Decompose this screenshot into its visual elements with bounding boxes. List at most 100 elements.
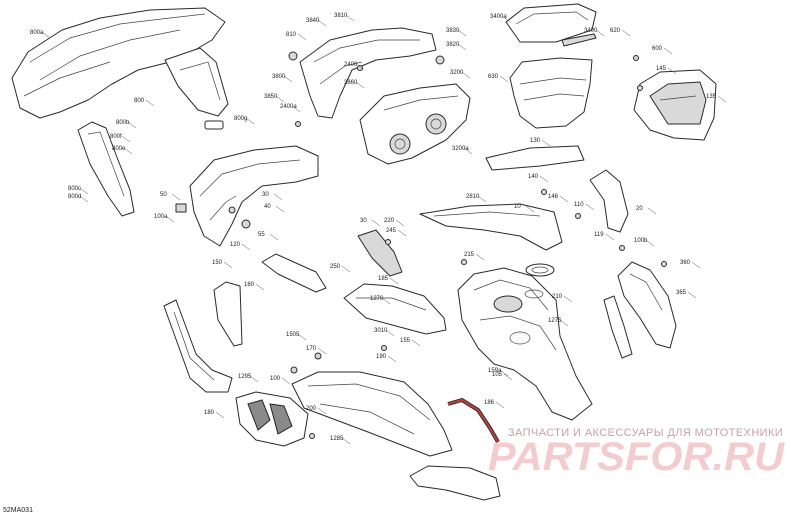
callout-leader [79, 187, 89, 195]
part-tube-1270 [163, 299, 233, 393]
callout-leader [389, 277, 399, 285]
part-front-panel-800 [11, 7, 229, 130]
callout-label: 110 [574, 202, 584, 208]
callout-label: 810 [286, 32, 297, 38]
callout-label: 3010 [374, 328, 388, 334]
callout-label: 3200 [450, 70, 464, 76]
callout-label: 100a [154, 214, 168, 220]
callout-label: 120 [230, 242, 241, 248]
callout-leader [691, 261, 701, 269]
callout-leader [297, 33, 307, 41]
callout-label: 800 [134, 98, 145, 104]
callout-label: 185 [378, 276, 389, 282]
part-trim-145 [485, 145, 585, 171]
callout-leader [275, 95, 285, 103]
callout-label: 800e [112, 146, 126, 152]
callout-label: 360 [680, 260, 691, 266]
callout-label: 365 [676, 290, 687, 296]
callout-label: 3200a [452, 146, 469, 152]
callout-leader [241, 243, 251, 251]
callout-leader [395, 219, 405, 227]
callout-label: 100 [270, 376, 281, 382]
callout-leader [539, 175, 549, 183]
callout-leader [387, 355, 397, 363]
part-bottom-panel-100 [291, 371, 453, 457]
callout-label: 800g [234, 116, 247, 122]
callout-label: 155 [400, 338, 411, 344]
callout-leader [255, 283, 265, 291]
callout-label: 2400 [344, 62, 358, 68]
callout-leader [165, 215, 175, 223]
callout-leader [397, 229, 407, 237]
callout-label: 159a [488, 368, 502, 374]
callout-leader [291, 105, 301, 113]
callout-label: 1295 [238, 374, 252, 380]
callout-leader [127, 121, 137, 129]
callout-leader [621, 29, 631, 37]
callout-label: 220 [384, 218, 395, 224]
callout-label: 3820 [446, 42, 460, 48]
callout-leader [275, 205, 285, 213]
callout-label: 200 [306, 406, 317, 412]
callout-leader [283, 75, 293, 83]
callout-label: 2810 [466, 194, 480, 200]
callout-label: 30 [360, 218, 367, 224]
callout-label: 1505 [286, 332, 300, 338]
callout-label: 245 [386, 228, 397, 234]
callout-leader [317, 407, 327, 415]
callout-label: 105 [492, 372, 503, 378]
part-front-mask-10 [175, 145, 319, 247]
callout-label: 50 [160, 192, 167, 198]
callout-leader [249, 375, 259, 383]
part-side-panel-100b [617, 261, 677, 349]
callout-leader [385, 329, 395, 337]
part-ring-246 [524, 289, 544, 299]
part-ring-245 [525, 263, 555, 277]
callout-leader [475, 253, 485, 261]
callout-label: 800b [116, 120, 130, 126]
callout-leader [563, 295, 573, 303]
callout-label: 180 [204, 410, 215, 416]
callout-leader [461, 71, 471, 79]
callout-label: 215 [464, 252, 475, 258]
callout-leader [645, 239, 655, 247]
callout-leader [525, 205, 535, 213]
callout-leader [457, 43, 467, 51]
callout-leader [477, 195, 487, 203]
callout-label: 3400 [584, 28, 598, 34]
callout-leader [503, 373, 513, 381]
callout-label: 3830 [446, 28, 460, 34]
callout-label: 170 [306, 346, 317, 352]
callout-label: 186 [484, 400, 495, 406]
callout-leader [345, 14, 355, 22]
hardware-fasteners [290, 55, 667, 439]
callout-label: 630 [488, 74, 499, 80]
part-headlight-2400 [359, 83, 471, 165]
callout-leader [559, 195, 569, 203]
callout-leader [317, 19, 327, 27]
callout-leader [297, 333, 307, 341]
callout-label: 190 [376, 354, 387, 360]
callout-label: 210 [552, 294, 563, 300]
part-headlight-frame-3800 [288, 27, 445, 127]
callout-leader [355, 63, 365, 71]
callout-label: 3840 [306, 18, 320, 24]
callout-label: 150 [212, 260, 223, 266]
callout-label: 1285 [330, 436, 344, 442]
callout-leader [647, 207, 657, 215]
part-tube-1285 [603, 295, 633, 359]
callout-leader [223, 261, 233, 269]
callout-label: 620 [610, 28, 621, 34]
callout-leader [123, 147, 133, 155]
part-cover-600 [633, 69, 717, 141]
part-side-trim-800c [77, 121, 135, 217]
callout-label: 119 [594, 232, 604, 238]
callout-label: 40 [264, 204, 271, 210]
callout-leader [585, 203, 595, 211]
callout-label: 10 [514, 204, 521, 210]
callout-leader [215, 411, 225, 419]
callout-leader [145, 99, 155, 107]
part-trim-146 [589, 169, 629, 233]
callout-leader [595, 29, 605, 37]
